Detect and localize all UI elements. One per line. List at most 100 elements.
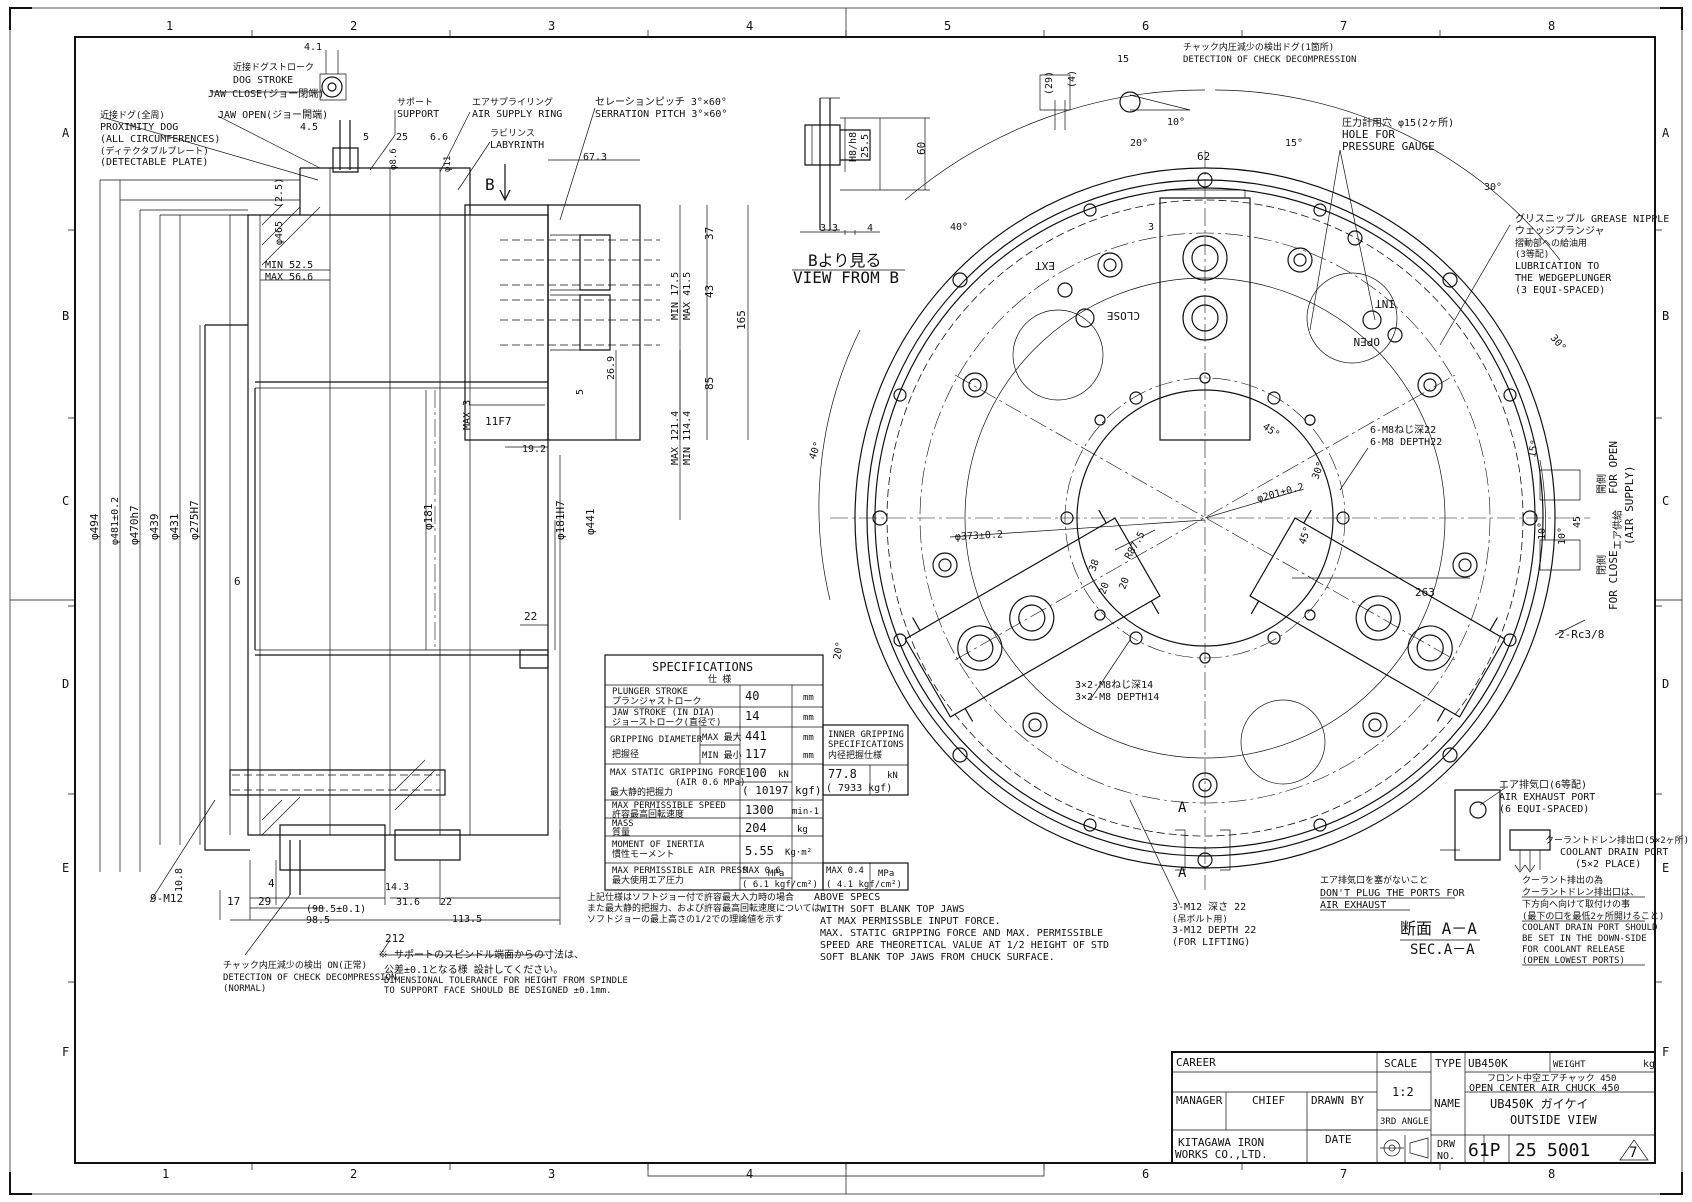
for-open: FOR OPEN (1607, 441, 1620, 494)
serration-jp: セレーションピッチ 3°×60° (595, 96, 727, 108)
dim-4: 4 (268, 877, 275, 890)
dim-max41-5: MAX 41.5 (682, 272, 693, 320)
col-label-top: 4 (746, 19, 753, 33)
air-supply-v: (AIR SUPPLY) (1623, 466, 1636, 545)
detectable: (DETECTABLE PLATE) (100, 157, 208, 168)
m12-jp2: (吊ボルト用) (1172, 914, 1228, 925)
support-note-en2: TO SUPPORT FACE SHOULD BE DESIGNED ±0.1m… (384, 986, 612, 996)
spec-unit: kg (797, 825, 808, 835)
spec-unit: mm (803, 693, 814, 703)
dim-29b: (29) (1044, 71, 1055, 95)
drawn-by-label: DRAWN BY (1311, 1094, 1364, 1107)
col-label-bottom: 8 (1548, 1167, 1555, 1181)
support: SUPPORT (397, 109, 439, 120)
dim-29: 29 (258, 895, 271, 908)
col-label-top: 6 (1142, 19, 1149, 33)
m8d14-jp: 3×2-M8ねじ深14 (1075, 679, 1153, 691)
dim-max3: MAX 3 (462, 400, 473, 430)
section-aa: SEC.A－A (1410, 942, 1475, 958)
row-label-left: B (62, 309, 69, 323)
weight-unit: kg (1643, 1059, 1655, 1070)
row-label-right: B (1662, 309, 1669, 323)
spec-label-jp: 把握径 (612, 748, 639, 760)
col-label-top: 5 (944, 19, 951, 33)
row-label-left: F (62, 1045, 69, 1059)
spec-unit: mm (803, 733, 814, 743)
spec-sub: (AIR 0.6 MPa) (675, 778, 745, 788)
view-b-title: VIEW FROM B (793, 268, 899, 287)
dim-3: 3 (1148, 222, 1154, 233)
angle-15: 15° (1285, 138, 1303, 149)
type-value: UB450K (1468, 1057, 1508, 1070)
spec-label: MAX PERMISSIBLE AIR PRESS (612, 866, 747, 876)
spec-unit: kN (778, 770, 789, 780)
spec-value: 441 (745, 729, 767, 743)
drw-label-2: NO. (1437, 1151, 1455, 1162)
exhaust-jp: エア排気口(6等配) (1499, 778, 1587, 791)
exhaust: AIR EXHAUST PORT (1499, 792, 1595, 803)
drain-jp2: クーラントドレン排出口は、 (1522, 886, 1639, 898)
spec-label: MAX STATIC GRIPPING FORCE (610, 768, 745, 778)
spec-label: PLUNGER STROKE (612, 687, 688, 697)
row-label-right: F (1662, 1045, 1669, 1059)
specifications-table: SPECIFICATIONS 仕 様 PLUNGER STROKE プランジャス… (587, 654, 1109, 963)
side-section-view (99, 50, 749, 956)
spec-note-en3: AT MAX PERMISSBLE INPUT FORCE. (820, 916, 1001, 927)
dim-6-6: 6.6 (430, 132, 448, 143)
dim-31-6: 31.6 (396, 897, 420, 908)
dim-113-5: 113.5 (452, 914, 482, 925)
dim-22b: 22 (440, 897, 452, 908)
dog-stroke-jp: 近接ドグストローク (233, 61, 314, 73)
view-b-3-3: 3.3 (820, 223, 838, 234)
spec-value: 117 (745, 747, 767, 761)
air-supply-jp: エアサプライリング (472, 96, 553, 108)
dim-phi465: φ465 (274, 221, 285, 245)
drain-4: (OPEN LOWEST PORTS) (1522, 956, 1625, 966)
dim-phi431: φ431 (168, 514, 181, 541)
dim-212: 212 (385, 932, 405, 945)
spec-label: MAX PERMISSIBLE SPEED (612, 801, 726, 811)
third-angle-symbol-icon (1380, 1137, 1429, 1159)
rc38: 2-Rc3/8 (1558, 628, 1604, 641)
front-view-annotations: チャック内圧減少の検出ドグ(1箇所) DETECTION OF CHECK DE… (807, 41, 1689, 966)
inner-force: 77.8 (828, 767, 857, 781)
angle-20b: 20° (832, 641, 846, 661)
dim-19-2: 19.2 (522, 444, 546, 455)
view-b-4: 4 (867, 223, 873, 234)
inner-press-unit: MPa (878, 869, 894, 879)
inner-title-jp: 内径把握仕様 (828, 749, 882, 761)
lub-2: THE WEDGEPLUNGER (1515, 273, 1612, 284)
dim-phi481: φ481±0.2 (110, 497, 121, 545)
row-label-left: D (62, 677, 69, 691)
section-a-bottom: A (1178, 865, 1187, 881)
spec-label-jp: ジョーストローク(直径で) (612, 716, 721, 728)
weight-label: WEIGHT (1553, 1060, 1586, 1070)
view-from-b: H8/h8 25.5 60 3.3 4 Bより見る VIEW FROM B (792, 97, 930, 287)
col-label-top: 1 (166, 19, 173, 33)
dim-phi11: φ11 (443, 156, 453, 172)
dim-20b: 20 (1117, 576, 1131, 591)
spec-label-jp: 質量 (612, 826, 630, 838)
spec-value: MAX 0.6 (743, 866, 781, 876)
col-label-bottom: 2 (350, 1167, 357, 1181)
spec-label-jp: 慣性モーメント (612, 848, 675, 860)
drain-jp1: クーラント排出の為 (1522, 874, 1603, 886)
chief-label: CHIEF (1252, 1094, 1285, 1107)
spec-title: SPECIFICATIONS (652, 660, 753, 674)
dim-22: 22 (524, 610, 537, 623)
view-b-title-jp: Bより見る (808, 251, 881, 270)
angle-30c: 30° (1310, 460, 1327, 481)
labyrinth: LABYRINTH (490, 140, 544, 151)
dim-5: 5 (363, 132, 369, 143)
drw-label-1: DRW (1437, 1139, 1456, 1150)
jaw-open: JAW OPEN(ジョー開端) (218, 108, 328, 121)
dim-4b: (4) (1067, 70, 1078, 88)
angle-45: 45° (1260, 421, 1281, 440)
title-1: UB450K ガイケイ (1490, 1097, 1588, 1111)
spec-note-en6: SOFT BLANK TOP JAWS FROM CHUCK SURFACE. (820, 952, 1055, 963)
plug-2: AIR EXHAUST (1320, 900, 1386, 911)
section-aa-jp: 断面 A－A (1400, 919, 1477, 938)
dim-2-5: (2.5) (274, 178, 285, 208)
coolant: COOLANT DRAIN PORT (1560, 847, 1668, 858)
